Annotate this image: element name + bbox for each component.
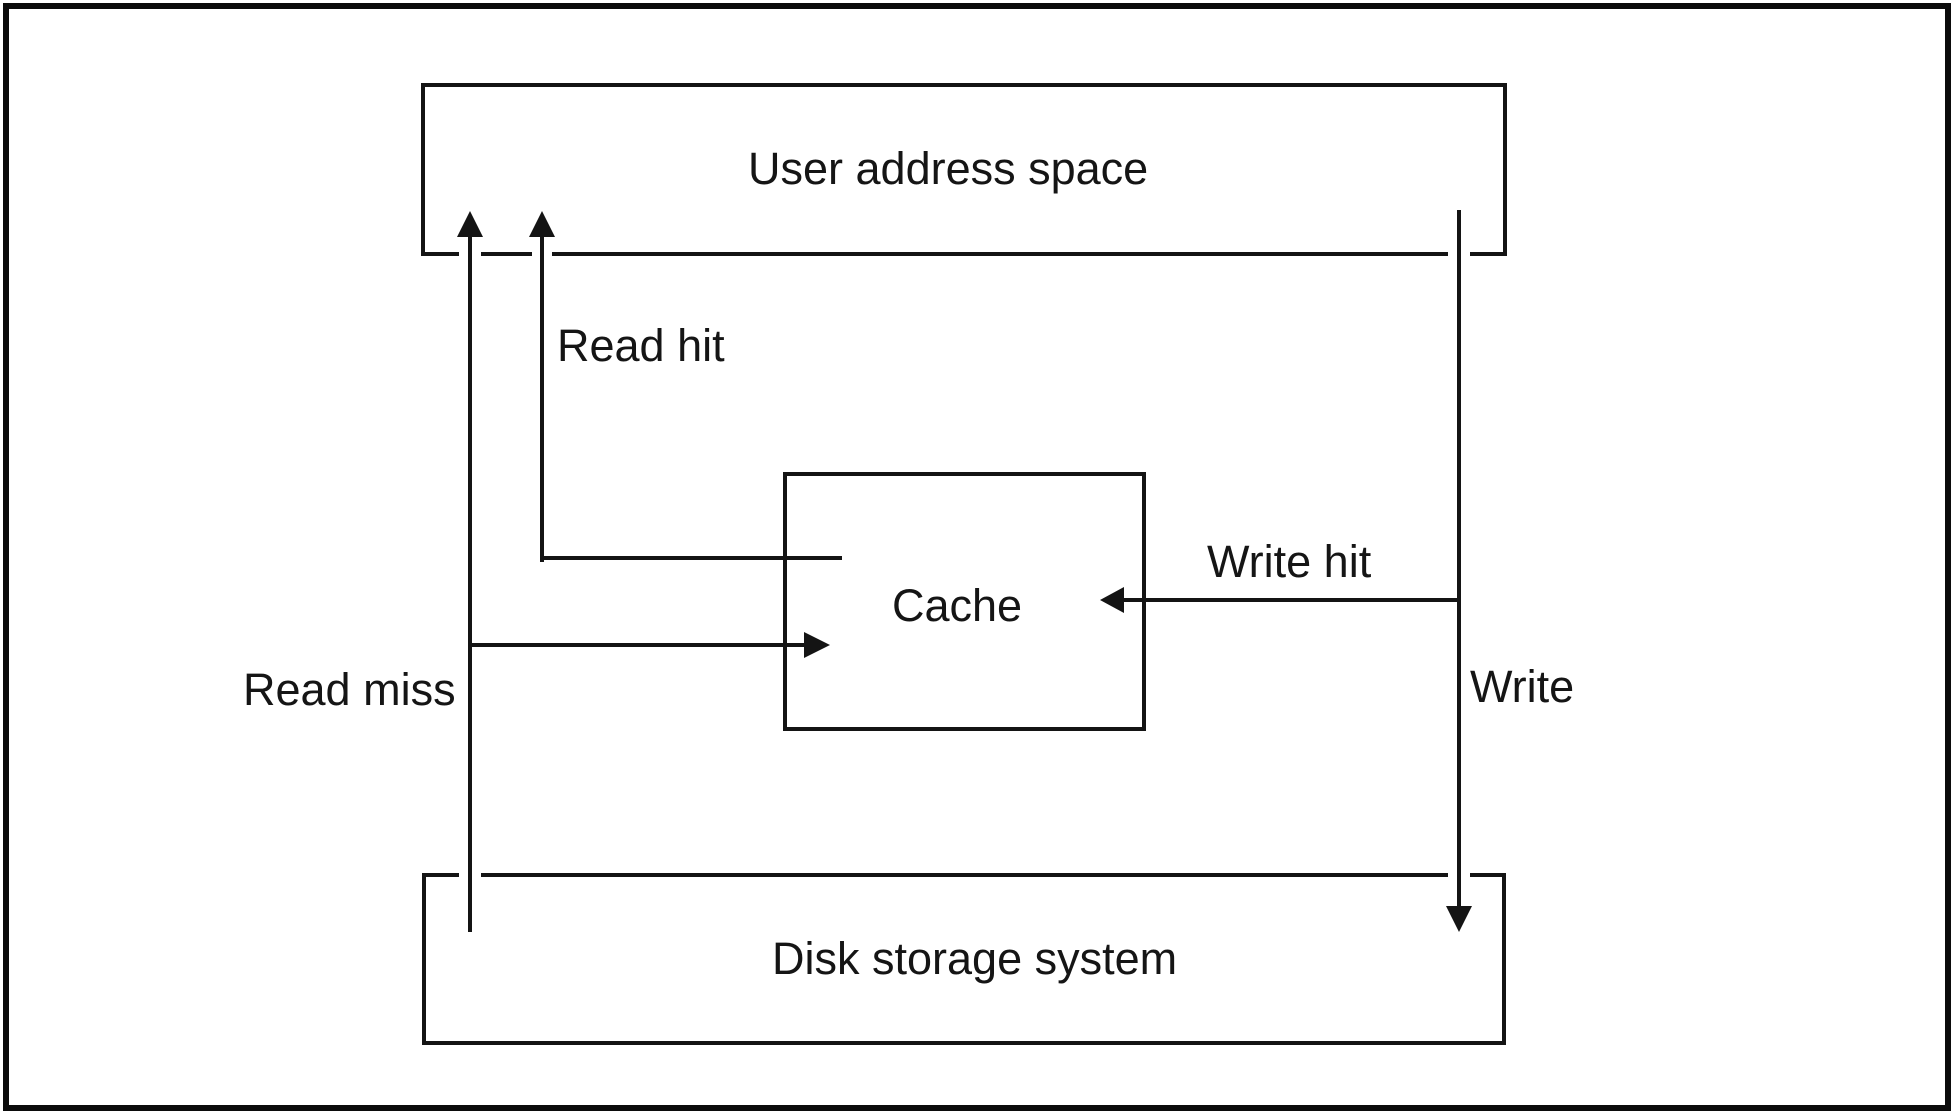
cache-box xyxy=(783,472,1146,731)
write-hit-label: Write hit xyxy=(1207,536,1372,587)
write-vertical-line xyxy=(1457,210,1461,908)
write-hit-arrowhead-left-icon xyxy=(1100,587,1124,613)
cache-label: Cache xyxy=(892,580,1023,631)
read-miss-label: Read miss xyxy=(243,664,456,715)
user-address-space-box xyxy=(421,83,1507,256)
read-hit-vertical-line xyxy=(540,235,544,562)
read-miss-arrowhead-right-icon xyxy=(804,632,830,658)
read-hit-arrowhead-up-icon xyxy=(529,211,555,237)
read-hit-label: Read hit xyxy=(557,320,725,371)
read-hit-horizontal-line xyxy=(540,556,842,560)
write-label: Write xyxy=(1470,661,1575,712)
disk-storage-system-label: Disk storage system xyxy=(772,933,1178,984)
user-address-space-label: User address space xyxy=(748,143,1149,194)
outer-border xyxy=(3,3,1951,1111)
write-hit-horizontal-line xyxy=(1122,598,1461,602)
read-miss-arrowhead-up-icon xyxy=(457,211,483,237)
read-miss-branch-line xyxy=(468,643,806,647)
disk-storage-system-box xyxy=(422,873,1506,1045)
read-miss-vertical-line xyxy=(468,235,472,932)
write-arrowhead-down-icon xyxy=(1446,906,1472,932)
